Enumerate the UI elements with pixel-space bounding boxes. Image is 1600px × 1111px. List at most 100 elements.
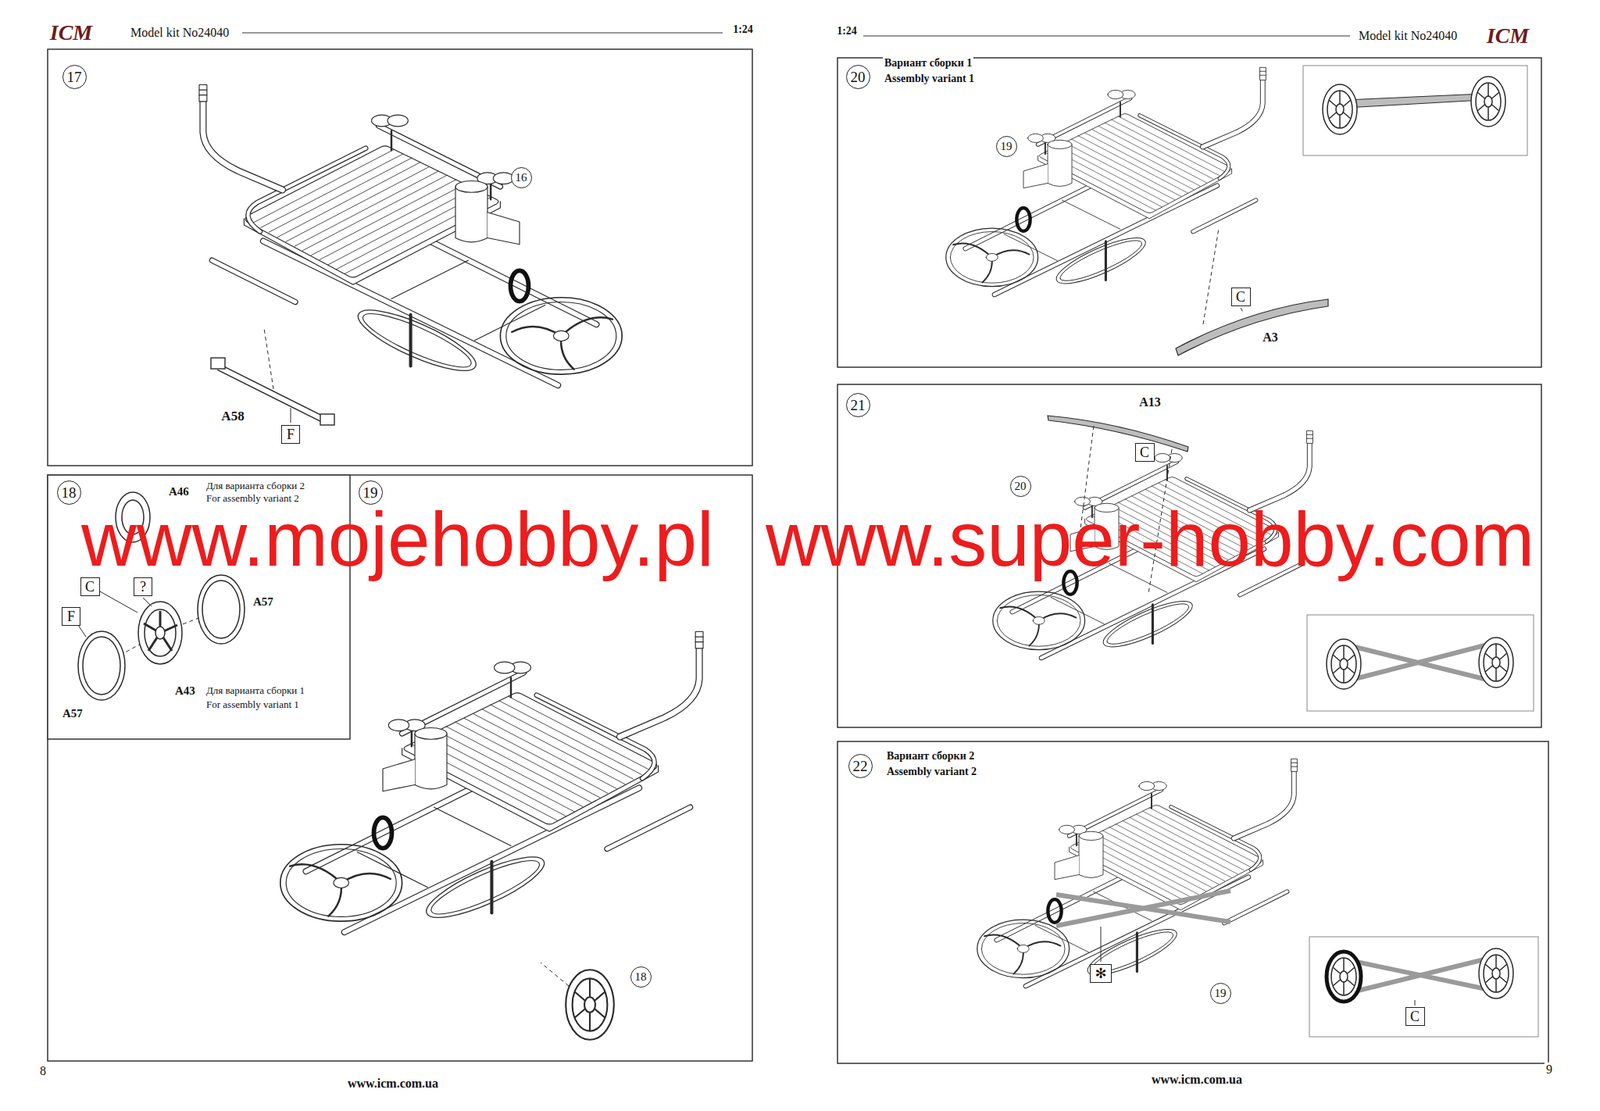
tire bbox=[1326, 951, 1361, 1002]
color-code: ? bbox=[133, 577, 153, 597]
step-number: 22 bbox=[848, 753, 873, 779]
wheel-part bbox=[143, 610, 178, 651]
color-code: C bbox=[1135, 442, 1155, 462]
callout-number: 16 bbox=[510, 167, 533, 189]
part-number: A13 bbox=[1137, 395, 1163, 410]
step-number: 21 bbox=[846, 392, 871, 418]
node-text: 18 bbox=[61, 485, 77, 500]
step-panel bbox=[47, 49, 753, 466]
part-number: A58 bbox=[219, 408, 246, 425]
wheel-drawing bbox=[1326, 639, 1361, 690]
wheel-drawing bbox=[1471, 76, 1506, 127]
wheel-part bbox=[202, 580, 240, 639]
node-text: 19 bbox=[1214, 987, 1227, 1000]
node-text: 18 bbox=[635, 971, 647, 983]
axle-part bbox=[210, 357, 225, 369]
node-text: 20 bbox=[1014, 480, 1027, 493]
variant-note: Для варианта сборки 1 bbox=[204, 685, 307, 697]
wheel-drawing bbox=[1478, 948, 1514, 999]
variant-heading: Вариант сборки 1 bbox=[882, 57, 974, 70]
detail-inset bbox=[1309, 936, 1539, 1037]
drive-belt bbox=[1345, 957, 1494, 994]
variant-note: For assembly variant 1 bbox=[204, 699, 301, 711]
step-panel bbox=[837, 741, 1549, 1064]
wheel-part bbox=[78, 591, 152, 637]
part-number: A46 bbox=[167, 485, 191, 499]
watermark: www.mojehobby.pl bbox=[81, 508, 715, 570]
part-number: A3 bbox=[1260, 330, 1280, 345]
website: www.icm.com.ua bbox=[1150, 1072, 1244, 1087]
kit-number: Model kit No24040 bbox=[128, 25, 231, 40]
node-text: 19 bbox=[363, 485, 379, 500]
variant-note: Для варианта сборки 2 bbox=[204, 480, 307, 493]
assembly-line bbox=[1203, 228, 1244, 325]
drive-belt bbox=[1345, 642, 1494, 682]
step-number: 17 bbox=[62, 64, 87, 90]
node-text: C bbox=[1235, 289, 1246, 304]
variant-heading: Вариант сборки 2 bbox=[885, 750, 976, 763]
color-code: C bbox=[1405, 1007, 1425, 1026]
part-number: A57 bbox=[251, 595, 275, 609]
header-rule bbox=[242, 32, 723, 34]
node-text: C bbox=[85, 579, 95, 594]
node-text: F bbox=[286, 427, 295, 442]
brand-logo: ICM bbox=[1485, 23, 1531, 49]
step-panel bbox=[837, 57, 1542, 368]
variant-heading: Assembly variant 1 bbox=[882, 72, 976, 86]
drive-belt bbox=[1047, 415, 1189, 452]
axle-part bbox=[210, 328, 335, 425]
node-text: 19 bbox=[1000, 140, 1013, 153]
chassis-drawing bbox=[946, 67, 1266, 295]
node-text: 21 bbox=[850, 397, 866, 413]
part-number: A57 bbox=[60, 707, 85, 721]
detail-inset bbox=[1307, 614, 1534, 711]
variant-note: For assembly variant 2 bbox=[204, 492, 301, 505]
leaf-spring bbox=[1175, 299, 1329, 356]
leader-line bbox=[1100, 926, 1102, 962]
callout-number: 19 bbox=[1210, 982, 1232, 1004]
chassis-drawing bbox=[199, 85, 622, 386]
axle-part bbox=[264, 328, 274, 390]
node-text: 17 bbox=[67, 69, 83, 85]
page-number: 9 bbox=[1544, 1062, 1554, 1077]
node-text: C bbox=[1139, 445, 1150, 460]
color-code: C bbox=[80, 577, 100, 597]
color-code: F bbox=[281, 425, 300, 444]
kit-number: Model kit No24040 bbox=[1357, 28, 1459, 43]
wheel-part bbox=[82, 636, 121, 695]
wheel-drawing bbox=[1322, 84, 1358, 135]
step-number: 18 bbox=[57, 480, 82, 505]
wheel-part bbox=[78, 631, 125, 700]
axle-part bbox=[290, 407, 292, 423]
scale-mark: 1:24 bbox=[835, 25, 859, 38]
color-code: C bbox=[1231, 287, 1251, 307]
step-number: 19 bbox=[358, 480, 383, 505]
axle-part bbox=[320, 414, 335, 425]
step-panel bbox=[47, 49, 1549, 1064]
detail-inset bbox=[1303, 65, 1528, 156]
brand-logo: ICM bbox=[48, 20, 94, 46]
header-rule bbox=[863, 35, 1350, 37]
scale-mark: 1:24 bbox=[731, 23, 755, 36]
callout-number: 19 bbox=[996, 135, 1018, 158]
website: www.icm.com.ua bbox=[346, 1076, 440, 1091]
node-text: C bbox=[1410, 1009, 1420, 1024]
assembly-line bbox=[540, 962, 569, 986]
step-panel bbox=[47, 475, 753, 1061]
node-text: ✻ bbox=[1094, 966, 1107, 981]
wheel-part bbox=[197, 575, 245, 644]
chassis-drawing bbox=[977, 758, 1297, 986]
wheel-drawing bbox=[1326, 951, 1361, 1002]
node-text: F bbox=[67, 609, 75, 624]
wheel-part bbox=[155, 626, 165, 640]
step-number: 20 bbox=[846, 64, 871, 90]
drive-belt bbox=[1056, 890, 1231, 926]
callout-number: 18 bbox=[630, 966, 652, 988]
header-rule bbox=[242, 32, 1350, 36]
color-code: F bbox=[61, 607, 81, 626]
node-text: 16 bbox=[515, 171, 528, 184]
node-text: 20 bbox=[850, 69, 866, 85]
color-code: ✻ bbox=[1089, 964, 1112, 983]
wheel-part bbox=[138, 601, 183, 665]
